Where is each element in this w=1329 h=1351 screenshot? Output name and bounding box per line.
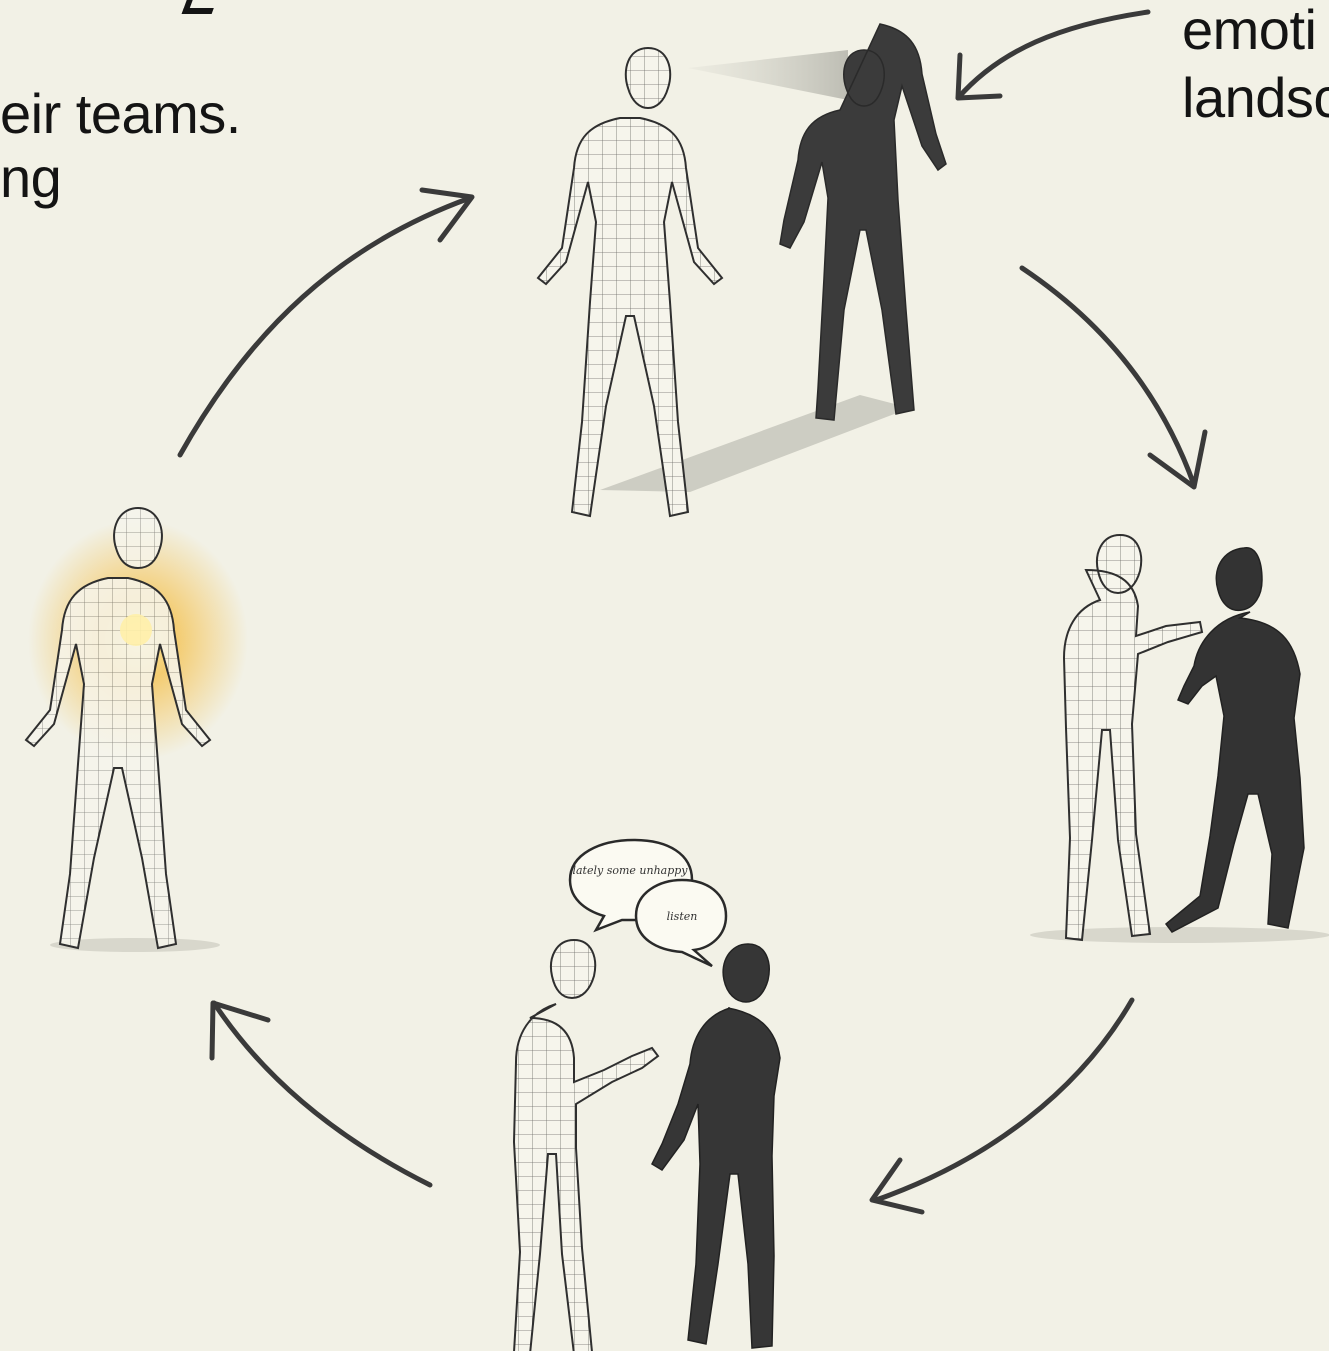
- scene-bottom-conversation: lately some unhappy listen: [514, 840, 780, 1351]
- curved-arrow-icon: [180, 190, 472, 455]
- shadow-person-icon: [1166, 548, 1304, 932]
- curved-arrow-icon: [958, 12, 1148, 98]
- wireframe-person-icon: [514, 940, 658, 1351]
- speech-bubble-1-text: lately some unhappy: [572, 864, 688, 877]
- curved-arrow-icon: [1022, 268, 1205, 487]
- shadow-person-icon: [652, 944, 780, 1348]
- speech-bubble-icon: listen: [636, 880, 726, 966]
- wireframe-person-icon: [1064, 535, 1202, 940]
- curved-arrow-icon: [212, 1003, 430, 1185]
- scene-top-observing: [538, 24, 946, 516]
- curved-arrow-icon: [872, 1000, 1132, 1212]
- speech-bubble-2-text: listen: [667, 910, 698, 923]
- wireframe-person-icon: [538, 48, 722, 516]
- scene-right-reaching: [1030, 535, 1329, 943]
- scene-left-glowing: [26, 508, 248, 952]
